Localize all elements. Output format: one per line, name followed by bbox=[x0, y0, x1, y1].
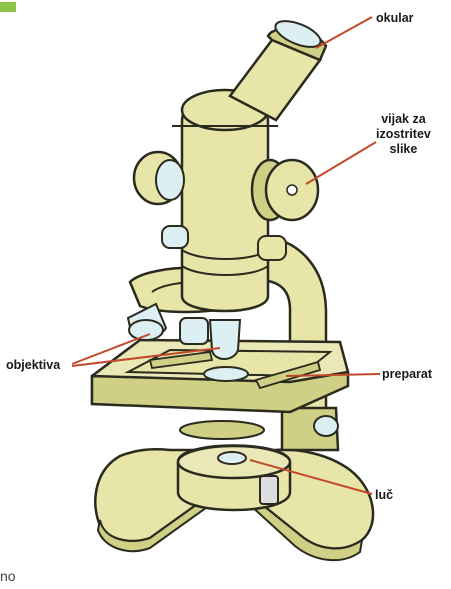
pointer-okular bbox=[316, 17, 372, 48]
label-luc: luč bbox=[375, 488, 393, 503]
corner-text: no bbox=[0, 568, 16, 584]
label-preparat: preparat bbox=[382, 367, 432, 382]
focus-knob-right bbox=[252, 160, 318, 220]
label-okular: okular bbox=[376, 11, 414, 26]
corner-mark bbox=[0, 2, 16, 12]
label-focus-screw: vijak za izostritev slike bbox=[376, 112, 431, 157]
label-focus-screw-line2: izostritev bbox=[376, 127, 431, 142]
light-housing bbox=[178, 446, 290, 511]
eyepiece bbox=[230, 16, 326, 120]
pointer-vijak bbox=[306, 142, 376, 184]
label-focus-screw-line3: slike bbox=[376, 142, 431, 157]
focus-knob-left bbox=[134, 152, 184, 204]
label-focus-screw-line1: vijak za bbox=[376, 112, 431, 127]
label-objektiva: objektiva bbox=[6, 358, 60, 373]
